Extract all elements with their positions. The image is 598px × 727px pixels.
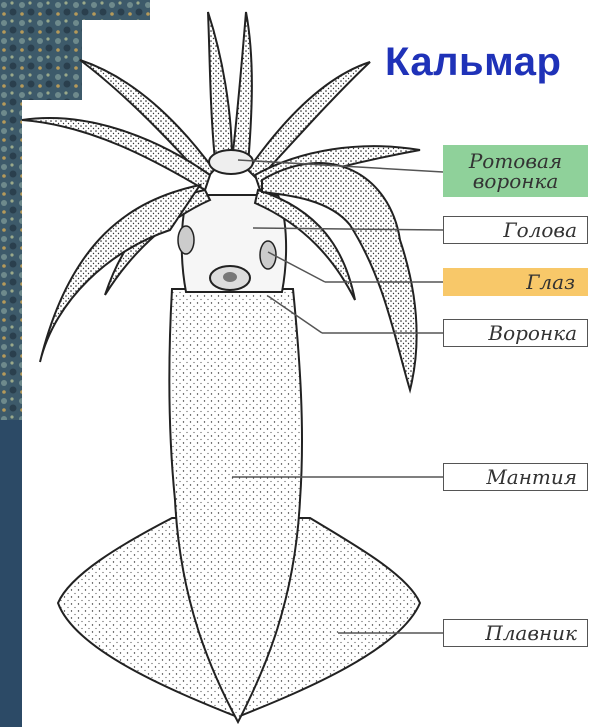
label-mantle: Мантия xyxy=(443,463,588,491)
label-mouth-funnel: Ротовая воронка xyxy=(443,145,588,197)
label-eye: Глаз xyxy=(443,268,588,296)
label-fin: Плавник xyxy=(443,619,588,647)
diagram-title: Кальмар xyxy=(385,40,561,85)
label-funnel: Воронка xyxy=(443,319,588,347)
label-mouth-funnel-line1: Ротовая xyxy=(469,151,562,171)
label-head: Голова xyxy=(443,216,588,244)
mouth-shape xyxy=(209,150,253,174)
label-mouth-funnel-line2: воронка xyxy=(473,171,559,191)
